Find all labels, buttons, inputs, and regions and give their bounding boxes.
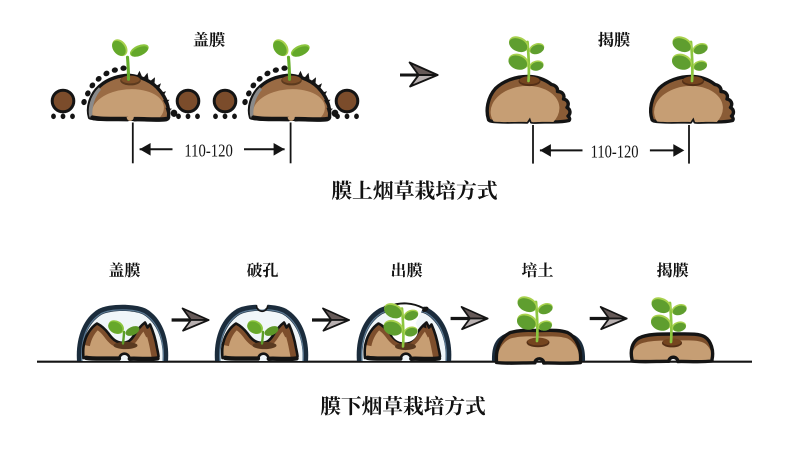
svg-text:110-120: 110-120	[591, 141, 639, 161]
svg-text:110-120: 110-120	[184, 141, 233, 161]
